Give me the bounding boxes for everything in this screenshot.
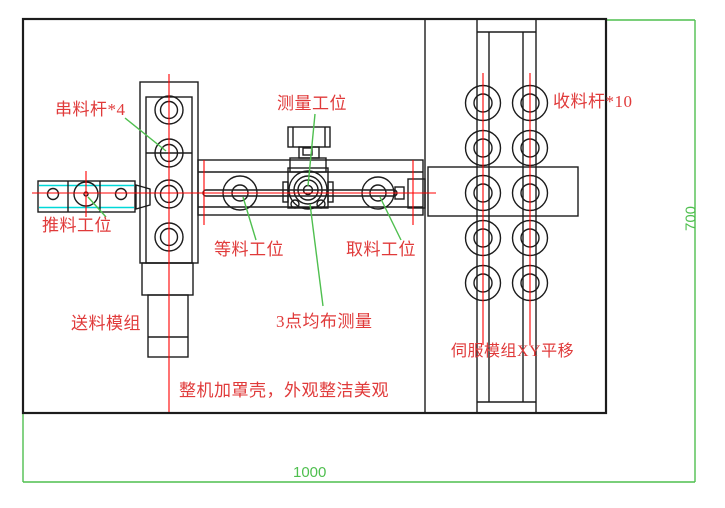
leader-string-rods — [124, 117, 167, 152]
label-servo-module: 伺服模组XY平移 — [451, 343, 575, 360]
label-collecting-rods: 收料杆*10 — [553, 92, 633, 111]
leader-lines — [87, 113, 402, 307]
label-string-rods: 串料杆*4 — [55, 100, 126, 119]
label-picking-station: 取料工位 — [346, 240, 416, 259]
dimension-height-700: 700 — [682, 205, 700, 232]
machine-base-outline — [21, 17, 608, 415]
leader-three-point — [309, 203, 324, 307]
leader-measuring-station — [307, 113, 316, 187]
label-feeding-module: 送料模组 — [71, 314, 141, 333]
label-three-point-note: 3点均布测量 — [276, 312, 373, 331]
leader-picking-station — [379, 196, 402, 241]
red-centerlines — [32, 73, 531, 412]
label-measuring-station: 测量工位 — [277, 94, 347, 113]
dimension-frame — [22, 19, 696, 483]
dimension-width-1000: 1000 — [293, 464, 327, 481]
leader-waiting-station — [242, 196, 257, 241]
label-waiting-station: 等料工位 — [214, 240, 284, 259]
leader-pushing-station — [87, 196, 107, 218]
label-pushing-station: 推料工位 — [42, 216, 112, 235]
label-cover-note: 整机加罩壳，外观整洁美观 — [179, 381, 389, 400]
